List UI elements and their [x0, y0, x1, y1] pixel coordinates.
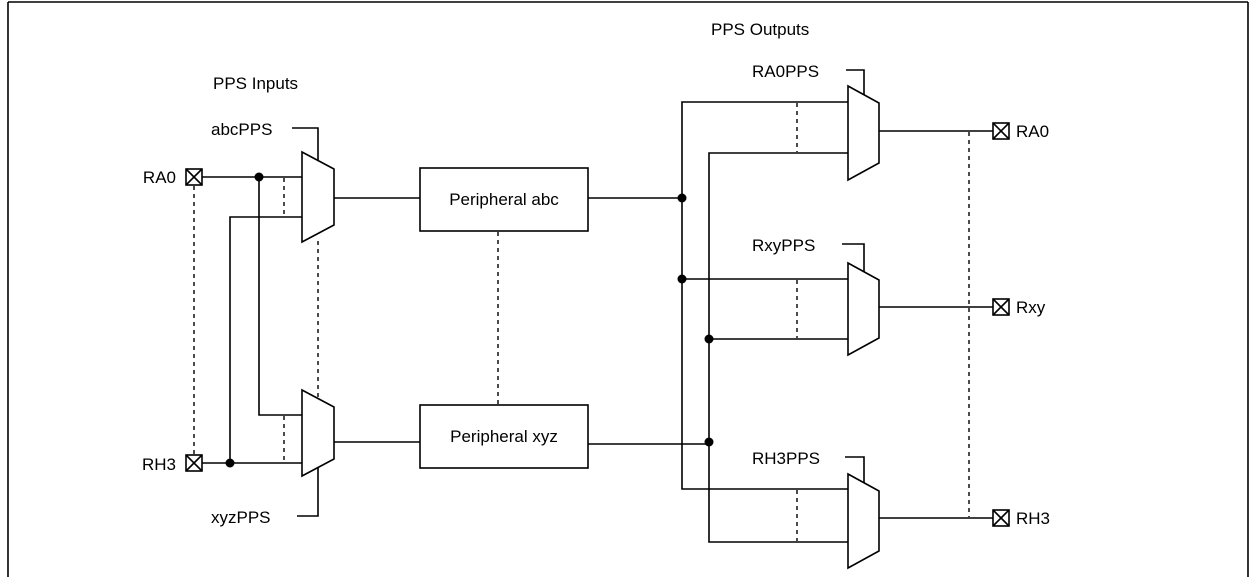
output-pin-rxy-icon	[992, 298, 1010, 316]
output-pin-label-rh3: RH3	[1016, 509, 1050, 528]
select-line	[292, 127, 319, 161]
junction-dot	[704, 334, 714, 344]
output-wiring	[588, 101, 848, 543]
input-mux-abc	[301, 150, 335, 244]
junction-dot	[677, 193, 687, 203]
input-wiring	[202, 176, 319, 464]
input-pin-label-ra0: RA0	[143, 168, 176, 187]
select-line	[845, 456, 865, 483]
junction-dot	[225, 458, 235, 468]
select-line	[297, 467, 319, 517]
output-mux-rxy	[847, 261, 880, 357]
input-pin-ra0-icon	[185, 168, 203, 186]
junction-dot	[254, 172, 264, 182]
input-mux-xyz	[301, 388, 335, 478]
frame	[7, 1, 1249, 577]
input-pin-rh3-icon	[185, 454, 203, 472]
output-select-label-rxypps: RxyPPS	[752, 236, 815, 255]
peripheral-abc-label: Peripheral abc	[449, 190, 559, 209]
peripheral-xyz-box	[419, 404, 589, 469]
junction-dot	[677, 274, 687, 284]
output-select-label-ra0pps: RA0PPS	[752, 62, 819, 81]
peripheral-xyz-label: Peripheral xyz	[450, 427, 558, 446]
output-pin-ra0-icon	[992, 122, 1010, 140]
input-pin-label-rh3: RH3	[142, 455, 176, 474]
input-select-label-abcpps: abcPPS	[211, 120, 272, 139]
peripheral-abc-box	[419, 167, 589, 232]
output-mux-rh3	[847, 472, 880, 570]
output-select-label-rh3pps: RH3PPS	[752, 449, 820, 468]
input-select-label-xyzpps: xyzPPS	[211, 508, 271, 527]
output-pin-rh3-icon	[992, 509, 1010, 527]
output-pin-label-ra0: RA0	[1016, 122, 1049, 141]
select-line	[842, 243, 865, 272]
output-mux-ra0	[847, 84, 880, 182]
output-pin-label-rxy: Rxy	[1016, 298, 1046, 317]
inputs-title: PPS Inputs	[213, 74, 298, 93]
junction-dot	[704, 437, 714, 447]
select-line	[846, 69, 865, 95]
outputs-title: PPS Outputs	[711, 20, 809, 39]
